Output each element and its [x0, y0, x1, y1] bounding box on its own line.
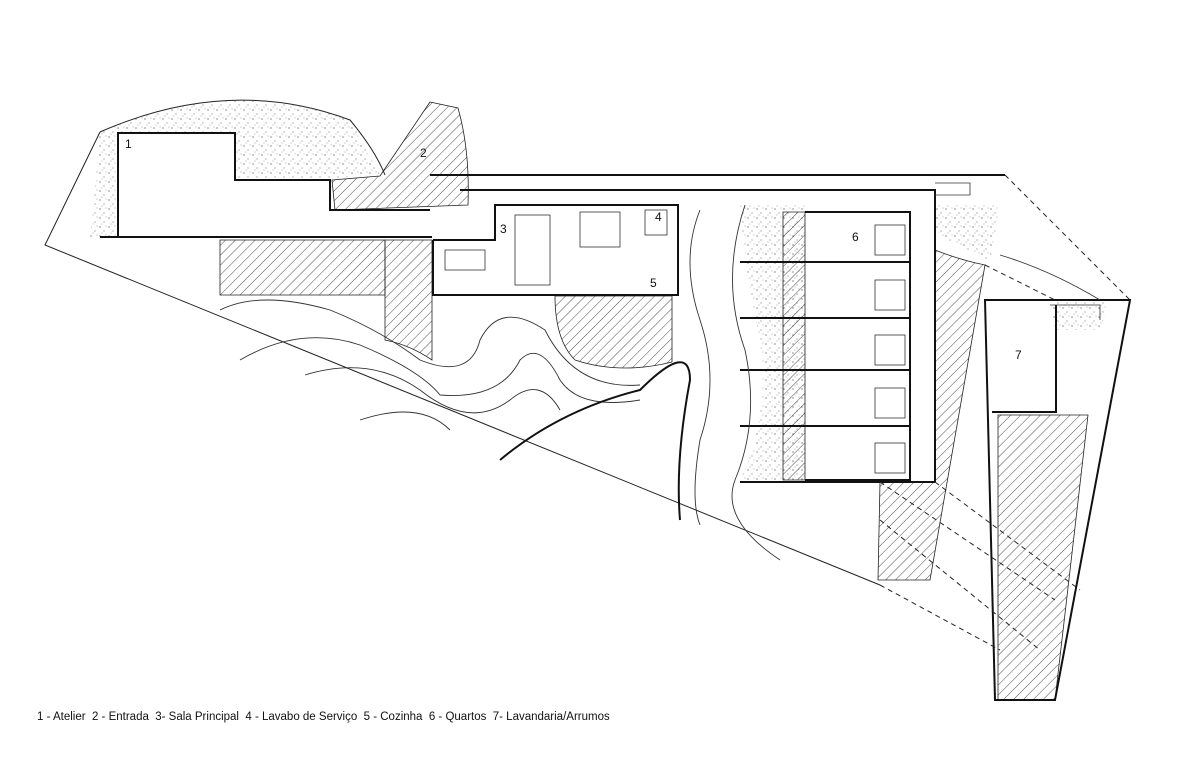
- room-number-4: 4: [655, 210, 662, 224]
- room-number-7: 7: [1015, 348, 1022, 362]
- room-number-1: 1: [125, 137, 132, 151]
- contour-lines: [219, 204, 1101, 561]
- hatched-areas: [219, 101, 1089, 701]
- room-number-5: 5: [650, 276, 657, 290]
- projection-lines: [879, 174, 1131, 651]
- walls: [100, 132, 1132, 701]
- room-number-3: 3: [500, 222, 507, 236]
- room-number-2: 2: [420, 146, 427, 160]
- entrada-wedge: [331, 101, 469, 211]
- room-legend: 1 - Atelier 2 - Entrada 3- Sala Principa…: [37, 711, 610, 723]
- terrain-edge: [499, 361, 692, 521]
- room-number-6: 6: [852, 230, 859, 244]
- interior-fixtures: [444, 182, 1101, 474]
